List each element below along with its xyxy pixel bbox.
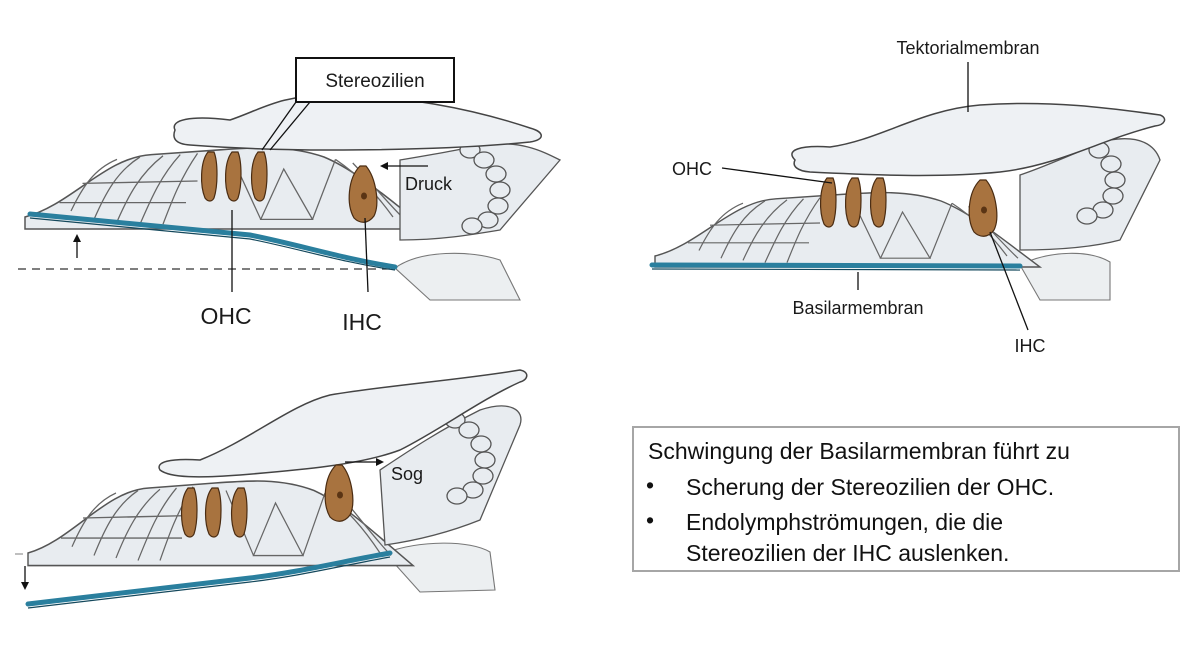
bullet-icon: •	[646, 507, 655, 533]
label-tektorialmembran: Tektorialmembran	[896, 38, 1039, 58]
basilar-membrane	[27, 211, 398, 270]
label-druck: Druck	[405, 174, 453, 194]
tectorial-membrane	[173, 94, 542, 151]
caption-title: Schwingung der Basilarmembran führt zu	[648, 438, 1070, 464]
tectorial-membrane	[791, 102, 1166, 177]
basilar-membrane	[25, 550, 393, 607]
panel-bottom-left: Sog	[15, 369, 528, 609]
caption-box: Schwingung der Basilarmembran führt zu •…	[632, 426, 1180, 572]
label-stereozilien: Stereozilien	[325, 71, 424, 92]
caption-bullet-text: Stereozilien der IHC auslenken.	[686, 540, 1010, 566]
label-ihc-top-left: IHC	[342, 309, 382, 335]
stereozilien-label-box	[295, 57, 455, 103]
label-basilarmembran: Basilarmembran	[792, 298, 923, 318]
caption-bullet-text: Endolymphströmungen, die die	[686, 509, 1004, 535]
bullet-icon: •	[646, 472, 655, 498]
basilar-membrane	[649, 262, 1023, 269]
label-ihc-top-right: IHC	[1015, 336, 1046, 356]
panel-top-left: Stereozilien Druck OHC IHC	[18, 57, 562, 335]
panel-top-right: Tektorialmembran OHC Basilarmembran IHC	[649, 38, 1166, 356]
caption-bullet-text: Scherung der Stereozilien der OHC.	[686, 474, 1055, 500]
tectorial-membrane	[158, 369, 528, 478]
label-ohc-top-left: OHC	[200, 303, 251, 329]
label-sog: Sog	[391, 464, 423, 484]
label-ohc-top-right: OHC	[672, 159, 712, 179]
